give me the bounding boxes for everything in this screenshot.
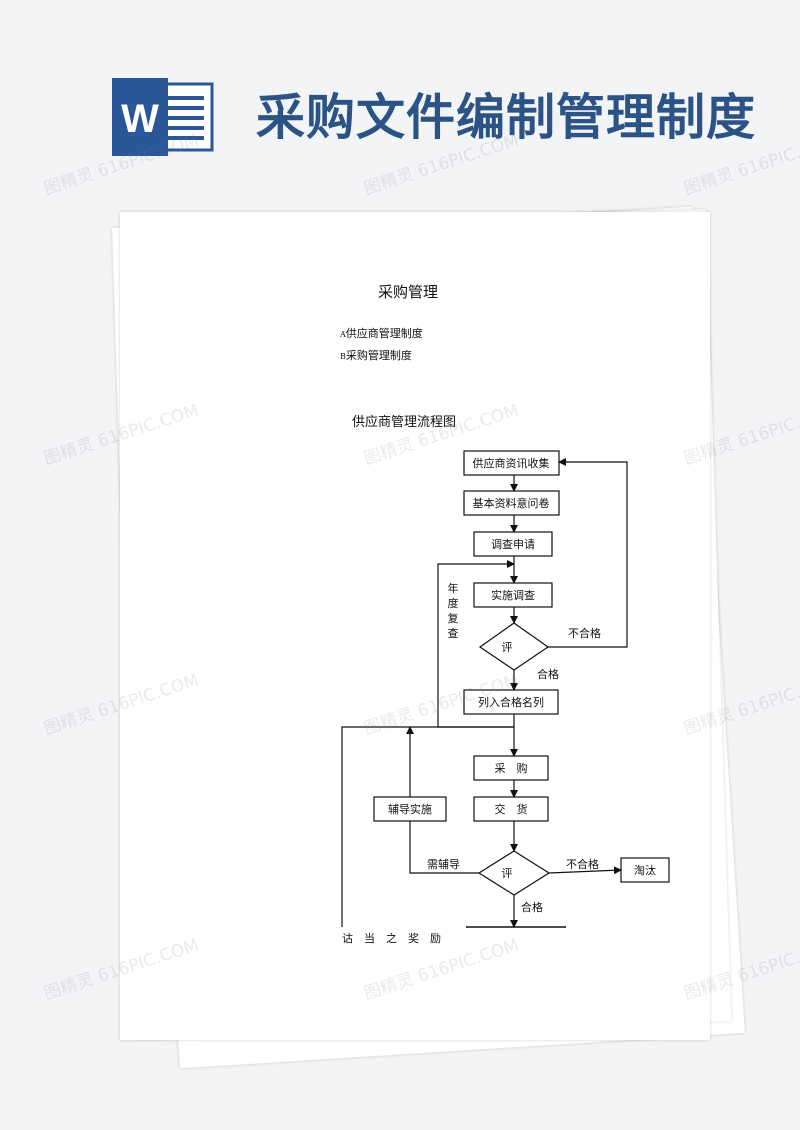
flow-text-questionnaire: 基本资料意问卷	[473, 496, 550, 510]
flow-text-apply: 调查申请	[491, 537, 535, 551]
item-text: 供应商管理制度	[345, 327, 423, 340]
flow-label-annual-review-char: 年	[448, 581, 459, 595]
banner-title: 采购文件编制管理制度	[256, 89, 757, 146]
document-item-b: B采购管理制度	[340, 347, 412, 363]
flow-label-annual-review-char: 度	[448, 596, 459, 610]
document-heading: 采购管理	[378, 283, 439, 301]
flow-label-bottom: 诂 当 之 奖 励	[342, 931, 441, 945]
flow-text-eval1: 评	[502, 641, 513, 654]
flow-label-fail2: 不合格	[566, 857, 599, 871]
banner: W 采购文件编制管理制度	[0, 0, 800, 200]
flow-text-collect: 供应商资讯收集	[473, 456, 550, 470]
flow-label-fail1: 不合格	[568, 626, 601, 640]
flow-label-annual-review-char: 复	[448, 611, 459, 625]
flow-text-eliminate: 淘汰	[634, 863, 656, 877]
flow-decision-eval2	[477, 850, 551, 896]
flowchart-title: 供应商管理流程图	[352, 415, 457, 430]
flow-text-eval2: 评	[502, 867, 513, 880]
flow-loop-outer	[341, 726, 514, 927]
flow-label-annual-review-char: 查	[448, 626, 459, 640]
flow-text-coaching: 辅导实施	[388, 802, 432, 816]
item-prefix: A	[340, 330, 346, 339]
item-text: 采购管理制度	[345, 349, 412, 362]
flow-label-pass2: 合格	[521, 900, 543, 914]
document-page	[120, 212, 710, 1040]
word-document-icon: W	[112, 78, 214, 156]
flow-text-qualified-list: 列入合格名列	[478, 695, 544, 709]
item-prefix: B	[340, 352, 346, 361]
flow-text-purchase: 采 购	[495, 761, 528, 775]
document-item-a: A供应商管理制度	[340, 325, 423, 341]
flow-loop-fail1	[548, 458, 628, 648]
flow-label-need-coaching: 需辅导	[427, 857, 460, 871]
flow-decision-eval1	[478, 622, 550, 671]
word-logo-letter: W	[121, 97, 159, 141]
flow-arrow	[548, 866, 622, 875]
flow-loop-coaching	[409, 821, 479, 874]
flow-label-pass1: 合格	[537, 667, 559, 681]
flow-text-delivery: 交 货	[495, 802, 528, 816]
flow-text-survey: 实施调查	[491, 588, 535, 602]
